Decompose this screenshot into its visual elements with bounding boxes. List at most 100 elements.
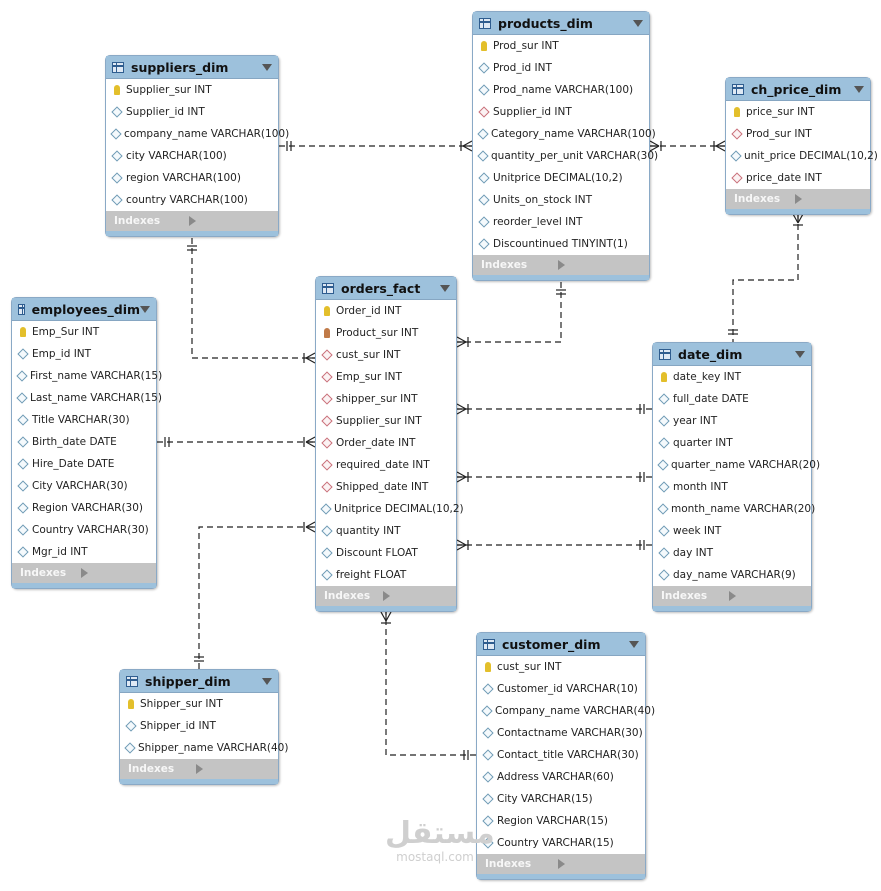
column-row[interactable]: shipper_sur INT <box>316 388 456 410</box>
column-row[interactable]: Customer_id VARCHAR(10) <box>477 678 645 700</box>
column-row[interactable]: date_key INT <box>653 366 811 388</box>
column-row[interactable]: City VARCHAR(30) <box>12 475 156 497</box>
column-row[interactable]: quantity_per_unit VARCHAR(30) <box>473 145 658 167</box>
column-row[interactable]: quantity INT <box>316 520 456 542</box>
column-row[interactable]: Shipper_id INT <box>120 715 278 737</box>
table-header[interactable]: customer_dim <box>477 633 645 656</box>
column-row[interactable]: Order_id INT <box>316 300 456 322</box>
column-row[interactable]: day_name VARCHAR(9) <box>653 564 811 586</box>
expand-arrow-icon[interactable] <box>794 194 863 204</box>
column-row[interactable]: month INT <box>653 476 811 498</box>
column-row[interactable]: Emp_sur INT <box>316 366 456 388</box>
relationship-date-dim-to-ch-price-dim[interactable] <box>728 213 804 342</box>
expand-arrow-icon[interactable] <box>557 260 642 270</box>
column-row[interactable]: quarter_name VARCHAR(20) <box>653 454 820 476</box>
column-row[interactable]: month_name VARCHAR(20) <box>653 498 815 520</box>
table-header[interactable]: date_dim <box>653 343 811 366</box>
expand-arrow-icon[interactable] <box>188 216 271 226</box>
column-row[interactable]: Order_date INT <box>316 432 456 454</box>
relationship-products-dim-to-orders-fact[interactable] <box>456 282 566 348</box>
column-row[interactable]: unit_price DECIMAL(10,2) <box>726 145 878 167</box>
expand-arrow-icon[interactable] <box>557 859 638 869</box>
relationship-products-dim-to-ch-price-dim[interactable] <box>649 140 726 152</box>
column-row[interactable]: Discount FLOAT <box>316 542 456 564</box>
expand-arrow-icon[interactable] <box>382 591 449 601</box>
column-row[interactable]: freight FLOAT <box>316 564 456 586</box>
column-row[interactable]: Title VARCHAR(30) <box>12 409 156 431</box>
relationship-date-dim-to-orders-fact[interactable] <box>456 403 652 415</box>
column-row[interactable]: Discountinued TINYINT(1) <box>473 233 649 255</box>
column-row[interactable]: Contactname VARCHAR(30) <box>477 722 645 744</box>
indexes-section[interactable]: Indexes <box>120 759 278 779</box>
column-row[interactable]: week INT <box>653 520 811 542</box>
column-row[interactable]: company_name VARCHAR(100) <box>106 123 289 145</box>
table-header[interactable]: orders_fact <box>316 277 456 300</box>
collapse-arrow-icon[interactable] <box>140 305 150 313</box>
column-row[interactable]: Shipped_date INT <box>316 476 456 498</box>
collapse-arrow-icon[interactable] <box>633 19 643 27</box>
column-row[interactable]: Prod_id INT <box>473 57 649 79</box>
column-row[interactable]: required_date INT <box>316 454 456 476</box>
expand-arrow-icon[interactable] <box>195 764 271 774</box>
column-row[interactable]: price_date INT <box>726 167 870 189</box>
relationship-date-dim-to-orders-fact[interactable] <box>456 471 652 483</box>
column-row[interactable]: Birth_date DATE <box>12 431 156 453</box>
column-row[interactable]: day INT <box>653 542 811 564</box>
column-row[interactable]: cust_sur INT <box>477 656 645 678</box>
column-row[interactable]: Last_name VARCHAR(15) <box>12 387 162 409</box>
column-row[interactable]: Company_name VARCHAR(40) <box>477 700 655 722</box>
collapse-arrow-icon[interactable] <box>629 640 639 648</box>
relationship-suppliers-dim-to-orders-fact[interactable] <box>187 238 316 364</box>
column-row[interactable]: Prod_sur INT <box>473 35 649 57</box>
column-row[interactable]: Contact_title VARCHAR(30) <box>477 744 645 766</box>
relationship-employees-dim-to-orders-fact[interactable] <box>157 436 316 448</box>
column-row[interactable]: Units_on_stock INT <box>473 189 649 211</box>
table-header[interactable]: ch_price_dim <box>726 78 870 101</box>
column-row[interactable]: Unitprice DECIMAL(10,2) <box>473 167 649 189</box>
indexes-section[interactable]: Indexes <box>726 189 870 209</box>
column-row[interactable]: Address VARCHAR(60) <box>477 766 645 788</box>
column-row[interactable]: Supplier_sur INT <box>106 79 278 101</box>
column-row[interactable]: reorder_level INT <box>473 211 649 233</box>
column-row[interactable]: Shipper_sur INT <box>120 693 278 715</box>
collapse-arrow-icon[interactable] <box>854 85 864 93</box>
relationship-shipper-dim-to-orders-fact[interactable] <box>194 521 316 669</box>
column-row[interactable]: Category_name VARCHAR(100) <box>473 123 656 145</box>
column-row[interactable]: quarter INT <box>653 432 811 454</box>
column-row[interactable]: year INT <box>653 410 811 432</box>
column-row[interactable]: cust_sur INT <box>316 344 456 366</box>
column-row[interactable]: Hire_Date DATE <box>12 453 156 475</box>
indexes-section[interactable]: Indexes <box>473 255 649 275</box>
indexes-section[interactable]: Indexes <box>12 563 156 583</box>
collapse-arrow-icon[interactable] <box>262 677 272 685</box>
relationship-date-dim-to-orders-fact[interactable] <box>456 539 652 551</box>
column-row[interactable]: Product_sur INT <box>316 322 456 344</box>
table-header[interactable]: suppliers_dim <box>106 56 278 79</box>
column-row[interactable]: full_date DATE <box>653 388 811 410</box>
expand-arrow-icon[interactable] <box>728 591 804 601</box>
expand-arrow-icon[interactable] <box>80 568 149 578</box>
column-row[interactable]: Country VARCHAR(15) <box>477 832 645 854</box>
column-row[interactable]: Supplier_sur INT <box>316 410 456 432</box>
column-row[interactable]: Region VARCHAR(30) <box>12 497 156 519</box>
column-row[interactable]: Supplier_id INT <box>473 101 649 123</box>
column-row[interactable]: Emp_Sur INT <box>12 321 156 343</box>
column-row[interactable]: Supplier_id INT <box>106 101 278 123</box>
table-header[interactable]: employees_dim <box>12 298 156 321</box>
column-row[interactable]: city VARCHAR(100) <box>106 145 278 167</box>
column-row[interactable]: Region VARCHAR(15) <box>477 810 645 832</box>
collapse-arrow-icon[interactable] <box>795 350 805 358</box>
column-row[interactable]: Shipper_name VARCHAR(40) <box>120 737 288 759</box>
column-row[interactable]: Mgr_id INT <box>12 541 156 563</box>
column-row[interactable]: Country VARCHAR(30) <box>12 519 156 541</box>
collapse-arrow-icon[interactable] <box>440 284 450 292</box>
table-header[interactable]: shipper_dim <box>120 670 278 693</box>
column-row[interactable]: price_sur INT <box>726 101 870 123</box>
column-row[interactable]: region VARCHAR(100) <box>106 167 278 189</box>
collapse-arrow-icon[interactable] <box>262 63 272 71</box>
